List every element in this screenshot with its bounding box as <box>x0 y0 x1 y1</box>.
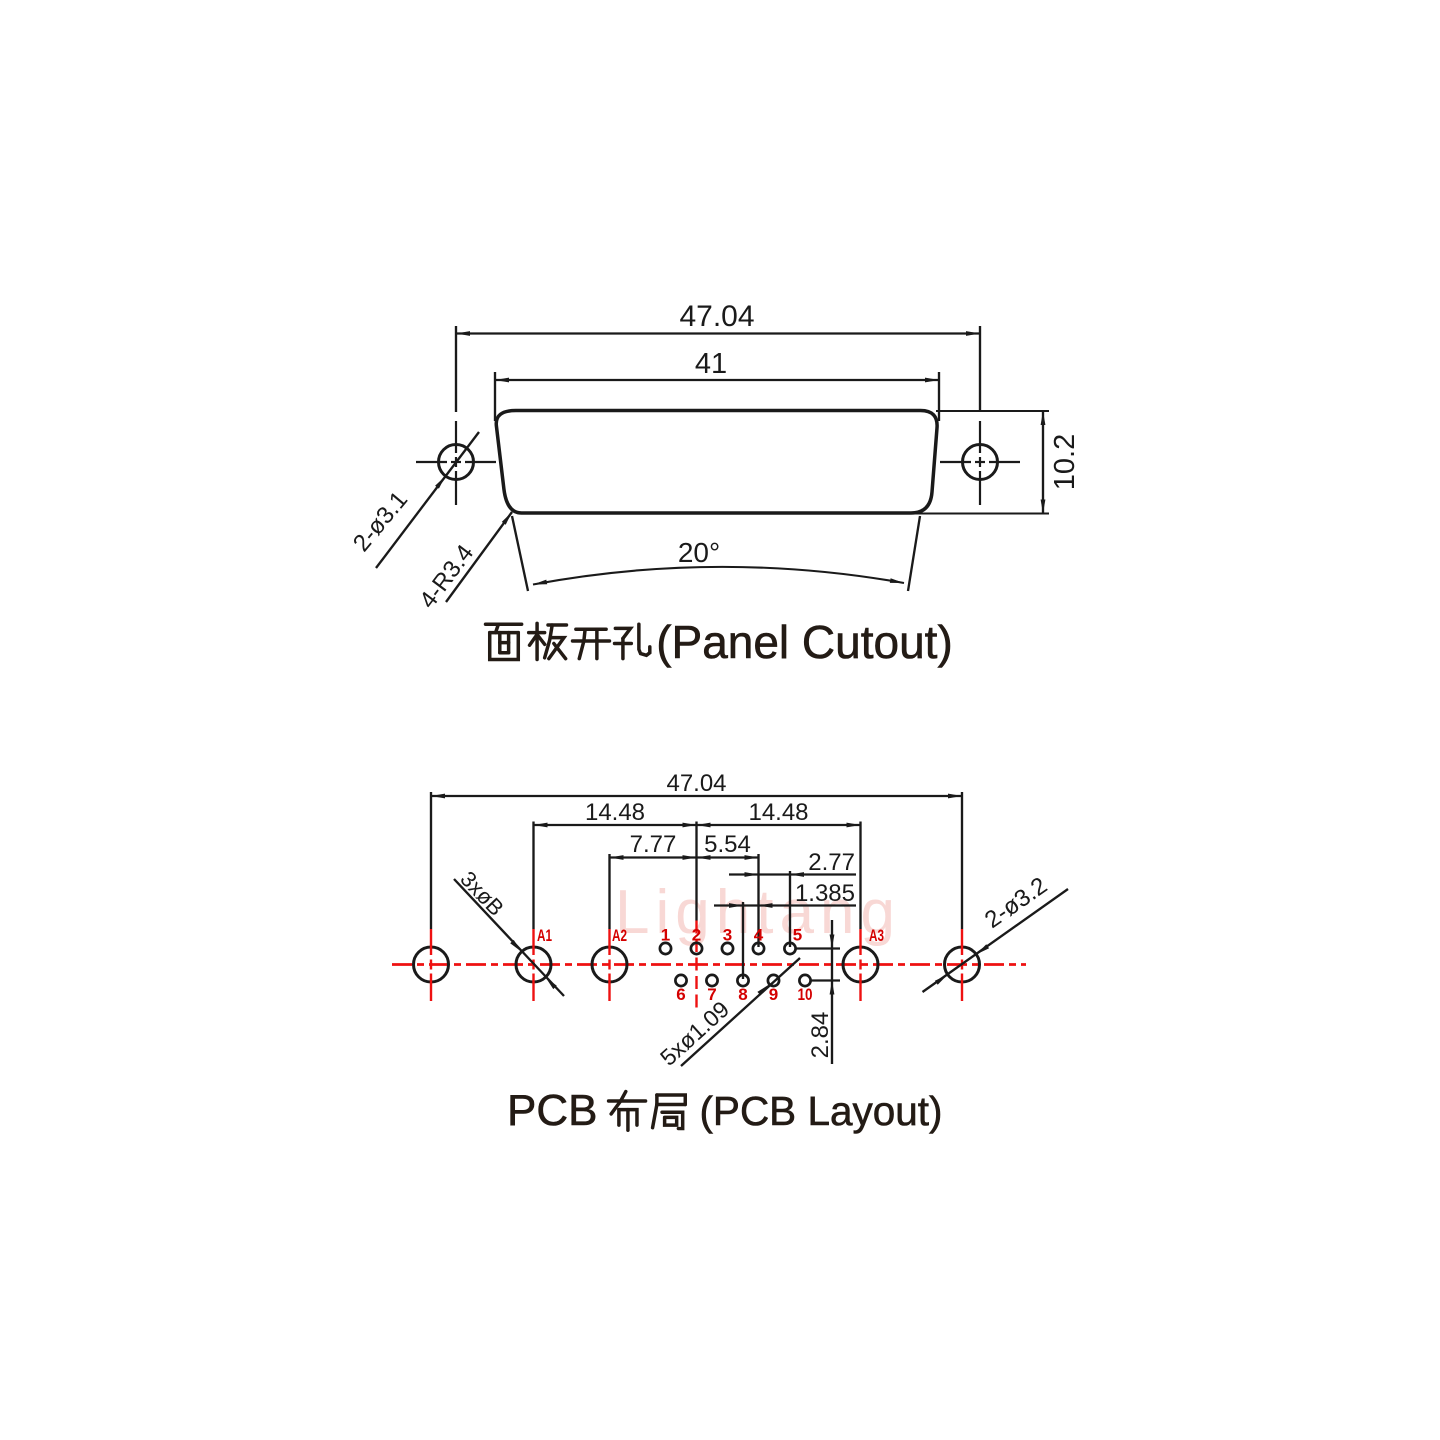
svg-text:41: 41 <box>695 348 727 380</box>
svg-text:5.54: 5.54 <box>704 831 751 858</box>
svg-text:3: 3 <box>723 926 732 945</box>
svg-text:5: 5 <box>793 926 802 945</box>
svg-text:2.77: 2.77 <box>808 849 855 876</box>
svg-text:(PCB Layout): (PCB Layout) <box>699 1088 942 1134</box>
svg-text:14.48: 14.48 <box>748 799 808 826</box>
svg-text:2: 2 <box>692 926 701 945</box>
svg-text:PCB: PCB <box>507 1086 597 1135</box>
svg-text:9: 9 <box>769 985 778 1004</box>
svg-text:2.84: 2.84 <box>807 1012 834 1059</box>
svg-text:7: 7 <box>707 985 716 1004</box>
svg-text:20°: 20° <box>678 537 720 568</box>
svg-text:47.04: 47.04 <box>679 300 754 333</box>
svg-text:10: 10 <box>798 985 813 1004</box>
svg-text:A1: A1 <box>537 926 552 945</box>
svg-text:1: 1 <box>661 926 670 945</box>
svg-text:14.48: 14.48 <box>585 799 645 826</box>
svg-text:1.385: 1.385 <box>795 880 855 907</box>
svg-text:7.77: 7.77 <box>630 831 677 858</box>
svg-text:(Panel Cutout): (Panel Cutout) <box>656 616 953 668</box>
svg-text:A3: A3 <box>869 926 884 945</box>
svg-text:8: 8 <box>738 985 747 1004</box>
svg-text:47.04: 47.04 <box>666 770 726 797</box>
svg-text:Lightang: Lightang <box>615 878 901 947</box>
svg-text:10.2: 10.2 <box>1049 434 1081 490</box>
svg-text:4: 4 <box>754 926 764 945</box>
svg-text:A2: A2 <box>612 926 627 945</box>
svg-text:6: 6 <box>676 985 685 1004</box>
